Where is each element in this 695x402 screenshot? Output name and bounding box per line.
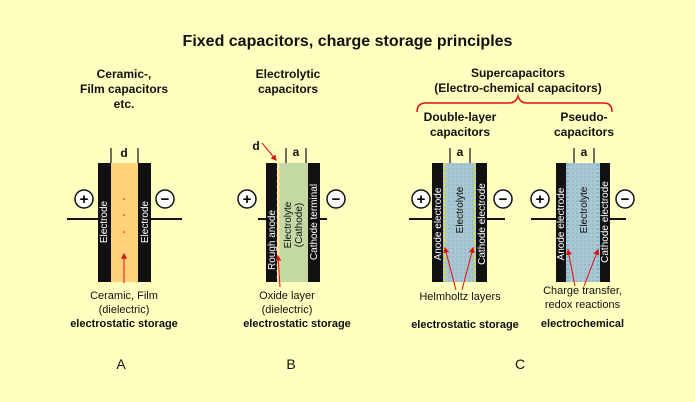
minus-circle-c2 xyxy=(615,189,635,209)
caption-c2-line2: redox reactions xyxy=(544,299,621,311)
cathode-c1 xyxy=(476,163,487,282)
label-cathode-c1: Cathode electrode xyxy=(477,183,488,265)
label-electrolyte-c1: Electrolyte xyxy=(455,186,466,233)
diagram-title: Fixed capacitors, charge storage princip… xyxy=(182,33,513,50)
anode-b xyxy=(266,163,277,282)
plus-sign-a: + xyxy=(80,191,89,208)
plus-sign-b: + xyxy=(243,191,252,208)
heading-c1-line2: capacitors xyxy=(429,125,491,139)
label-electrolyte-b-1: Electrolyte xyxy=(283,201,294,248)
plus-circle-c1 xyxy=(411,189,431,209)
caption-b-line1: Oxide layer xyxy=(259,290,315,302)
caption-a-line1: Ceramic, Film xyxy=(90,290,158,302)
minus-circle-c1 xyxy=(493,189,513,209)
storage-label-a: electrostatic storage xyxy=(70,318,178,330)
label-electrolyte-b-2: (Cathode) xyxy=(294,203,305,247)
oxide-layer-b xyxy=(277,163,280,282)
capacitor-a xyxy=(67,148,182,283)
label-electrolyte-c2: Electrolyte xyxy=(579,186,590,233)
caption-b-line2: (dielectric) xyxy=(261,304,313,316)
plus-circle-b xyxy=(237,189,257,209)
electrode-left-a xyxy=(98,163,111,282)
storage-label-c1: electrostatic storage xyxy=(411,319,519,331)
heading-c2-line1: Pseudo- xyxy=(560,110,608,124)
anode-c2 xyxy=(556,163,566,282)
label-anode-c2: Anode electrode xyxy=(556,187,567,260)
electrode-right-a xyxy=(138,163,151,282)
minus-sign-b: − xyxy=(332,191,341,208)
minus-circle-b xyxy=(326,189,346,209)
label-anode-b: Rough anode xyxy=(267,210,278,270)
anode-c1 xyxy=(432,163,443,282)
heading-c-line2: (Electro-chemical capacitors) xyxy=(434,81,602,95)
heading-c-line1: Supercapacitors xyxy=(470,66,566,80)
heading-c1-line1: Double-layer xyxy=(423,110,497,124)
label-a-c2: a xyxy=(580,145,588,159)
label-d-b: d xyxy=(252,139,260,153)
capacitor-b xyxy=(237,142,346,288)
capacitor-c-double-layer xyxy=(409,148,513,291)
caption-a-line2: (dielectric) xyxy=(98,304,150,316)
heading-a-line1: Ceramic-, xyxy=(96,67,152,81)
heading-b-line2: capacitors xyxy=(257,82,319,96)
letter-b: B xyxy=(286,356,296,372)
plus-sign-c2: + xyxy=(536,191,545,208)
caption-c2-line1: Charge transfer, xyxy=(543,285,622,297)
storage-label-b: electrostatic storage xyxy=(243,318,351,330)
label-cathode-terminal-b: Cathode terminal xyxy=(309,184,320,260)
heading-b-line1: Electrolytic xyxy=(255,67,321,81)
minus-circle-a xyxy=(155,189,175,209)
plus-sign-c1: + xyxy=(417,191,426,208)
label-anode-c1: Anode electrode xyxy=(433,187,444,260)
cathode-c2 xyxy=(600,163,610,282)
electrolyte-c2 xyxy=(566,163,600,282)
label-cathode-c2: Cathode electrode xyxy=(600,181,611,263)
cathode-terminal-b xyxy=(308,163,320,282)
electrolyte-b xyxy=(278,163,308,282)
heading-a-line3: etc. xyxy=(113,97,135,111)
plus-circle-c2 xyxy=(530,189,550,209)
minus-sign-a: − xyxy=(161,191,170,208)
label-electrode-right-a: Electrode xyxy=(140,200,151,243)
heading-a-line2: Film capacitors xyxy=(79,82,169,96)
minus-sign-c1: − xyxy=(499,191,508,208)
label-a-b: a xyxy=(292,145,300,159)
label-d-a: d xyxy=(120,146,128,160)
label-electrode-left-a: Electrode xyxy=(99,200,110,243)
minus-sign-c2: − xyxy=(621,191,630,208)
storage-label-c2: electrochemical xyxy=(540,318,625,330)
capacitor-c-pseudo xyxy=(530,148,635,287)
supercap-brace xyxy=(416,93,613,113)
plus-circle-a xyxy=(74,189,94,209)
label-a-c1: a xyxy=(456,145,464,159)
letter-a: A xyxy=(116,356,126,372)
heading-c2-line2: capacitors xyxy=(553,125,615,139)
caption-c1: Helmholtz layers xyxy=(419,291,501,303)
letter-c: C xyxy=(514,356,526,372)
